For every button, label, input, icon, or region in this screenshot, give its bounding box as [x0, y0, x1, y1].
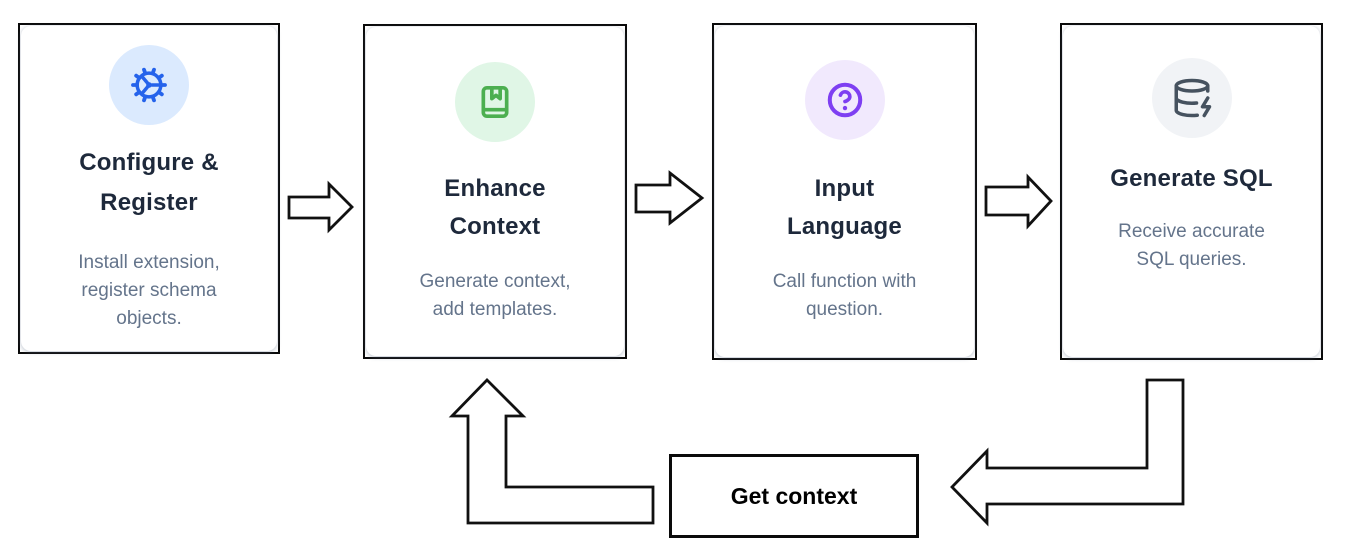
card-title-line: Language: [787, 213, 902, 240]
book-marked-icon: [455, 62, 535, 142]
card-title-line: Register: [100, 189, 198, 216]
gear-icon: [109, 45, 189, 125]
card-input-language: Input Language Call function with questi…: [712, 23, 977, 360]
card-description-line: Generate context,: [419, 271, 571, 292]
card-description-line: Call function with: [772, 271, 917, 292]
card-enhance-context-body: Enhance Context Generate context, add te…: [366, 27, 624, 356]
card-description-line: question.: [805, 299, 884, 320]
card-input-language-body: Input Language Call function with questi…: [715, 26, 974, 357]
card-title-line: Context: [449, 213, 541, 240]
help-circle-icon: [804, 60, 885, 140]
card-description-line: objects.: [116, 308, 182, 329]
card-title: Input Language: [787, 170, 902, 246]
card-configure-register: Configure & Register Install extension, …: [18, 23, 280, 354]
card-description-line: Receive accurate: [1118, 221, 1265, 242]
card-title-line: Enhance: [444, 175, 546, 202]
arrow-elbow-up-icon: [448, 378, 655, 525]
card-title-line: Generate SQL: [1110, 165, 1273, 192]
card-description-line: SQL queries.: [1136, 249, 1247, 270]
card-title: Configure & Register: [79, 143, 219, 223]
get-context-label: Get context: [730, 482, 858, 509]
card-description: Install extension, register schema objec…: [78, 249, 220, 333]
arrow-right-2-icon: [634, 170, 705, 226]
card-title: Enhance Context: [444, 170, 545, 246]
card-enhance-context: Enhance Context Generate context, add te…: [363, 24, 627, 359]
card-generate-sql: Generate SQL Receive accurate SQL querie…: [1060, 23, 1323, 360]
card-configure-register-body: Configure & Register Install extension, …: [21, 26, 277, 351]
card-title-line: Input: [814, 175, 875, 202]
arrow-elbow-left-icon: [950, 378, 1185, 527]
arrow-right-1-icon: [287, 180, 354, 234]
database-zap-icon: [1151, 58, 1232, 138]
arrow-right-3-icon: [984, 173, 1053, 230]
get-context-label-box: Get context: [669, 454, 919, 538]
card-generate-sql-body: Generate SQL Receive accurate SQL querie…: [1063, 26, 1320, 357]
card-description: Call function with question.: [773, 268, 917, 324]
card-description-line: register schema: [81, 280, 217, 301]
card-description: Generate context, add templates.: [419, 268, 570, 324]
card-title-line: Configure &: [79, 149, 219, 176]
card-title: Generate SQL: [1110, 160, 1272, 198]
card-description: Receive accurate SQL queries.: [1118, 218, 1265, 274]
card-description-line: add templates.: [432, 299, 558, 320]
card-description-line: Install extension,: [78, 252, 220, 273]
